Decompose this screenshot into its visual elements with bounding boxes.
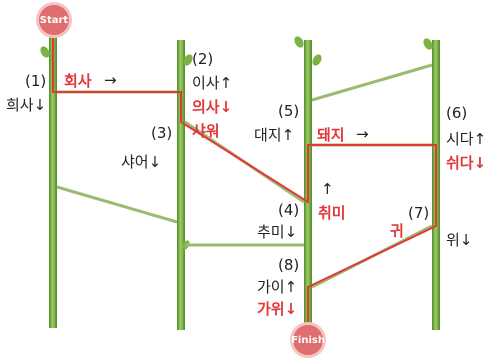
rung-3-4-top — [312, 65, 432, 100]
word-1-correct: 회사 — [64, 72, 92, 90]
word-5-wrong: 대지↑ — [254, 126, 294, 144]
pole-2 — [177, 40, 185, 330]
word-3-wrong: 샤어↓ — [121, 153, 161, 171]
word-2-correct: 의사↓ — [192, 98, 232, 116]
word-8-wrong: 가이↑ — [257, 278, 297, 296]
step-number-1: (1) — [25, 72, 46, 90]
word-2-next: 샤워 — [192, 122, 220, 140]
start-badge: Start — [36, 2, 72, 38]
leaf-decorations — [39, 35, 435, 251]
step-number-8: (8) — [278, 256, 299, 274]
word-7-wrong: 위↓ — [446, 231, 472, 249]
step-number-6: (6) — [446, 104, 467, 122]
step-number-3: (3) — [151, 124, 172, 142]
step-number-7: (7) — [408, 204, 429, 222]
rung-1-2-diagonal — [57, 187, 177, 222]
word-8-correct: 가위↓ — [257, 300, 297, 318]
word-4-correct: 취미 — [318, 204, 346, 222]
arrow-right-1: → — [104, 71, 117, 89]
arrow-up-4: ↑ — [321, 180, 334, 198]
arrow-right-5: → — [356, 125, 369, 143]
step-number-2: (2) — [192, 50, 213, 68]
word-1-wrong: 희사↓ — [6, 96, 46, 114]
word-6-correct: 쉬다↓ — [446, 154, 486, 172]
word-7-correct: 귀 — [390, 222, 404, 240]
step-number-4: (4) — [278, 201, 299, 219]
word-2-wrong: 이사↑ — [192, 74, 232, 92]
word-5-correct: 돼지 — [317, 126, 345, 144]
step-number-5: (5) — [278, 102, 299, 120]
word-4-wrong: 추미↓ — [257, 223, 297, 241]
word-6-wrong: 시다↑ — [446, 130, 486, 148]
finish-badge: Finish — [290, 322, 326, 358]
